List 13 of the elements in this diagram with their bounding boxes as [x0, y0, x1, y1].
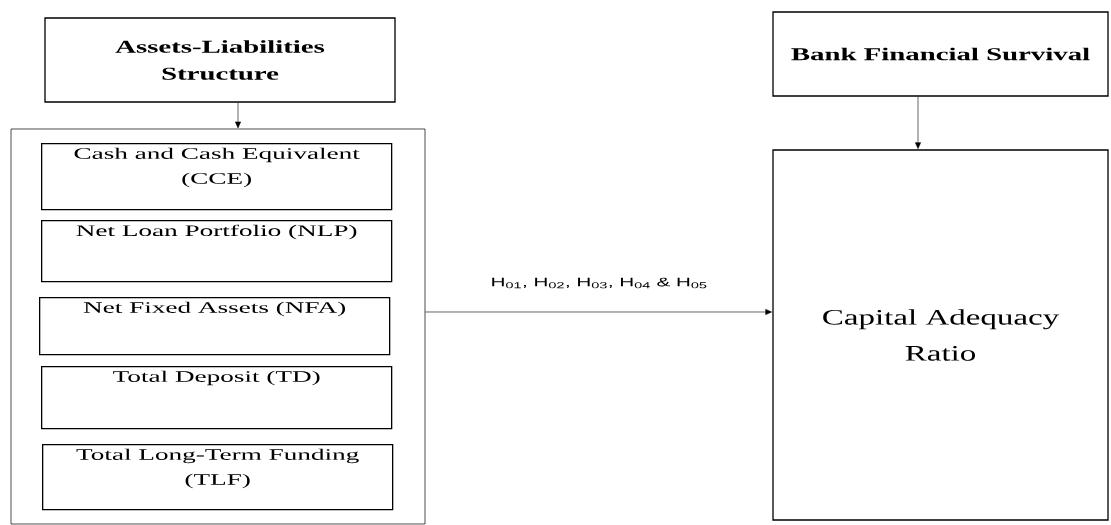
group-frame	[10, 128, 426, 525]
arrow	[425, 309, 772, 315]
heading-box: Assets-Liabilities Structure	[44, 17, 396, 103]
variable-box: Total Long-Term Funding (TLF)	[42, 444, 394, 511]
heading-box: Bank Financial Survival	[772, 11, 1109, 97]
outcome-box: Capital Adequacy Ratio	[772, 149, 1109, 521]
arrow	[235, 102, 241, 129]
variable-box: Net Loan Portfolio (NLP)	[41, 220, 393, 283]
variable-box: Total Deposit (TD)	[41, 366, 393, 430]
arrow	[915, 96, 921, 149]
variable-box: Cash and Cash Equivalent (CCE)	[41, 143, 393, 211]
variable-box: Net Fixed Assets (NFA)	[39, 297, 391, 356]
edge-label: H$_{01}$, H$_{02}$, H$_{03}$, H$_{04}$ & H$_{05}$	[489, 276, 709, 290]
